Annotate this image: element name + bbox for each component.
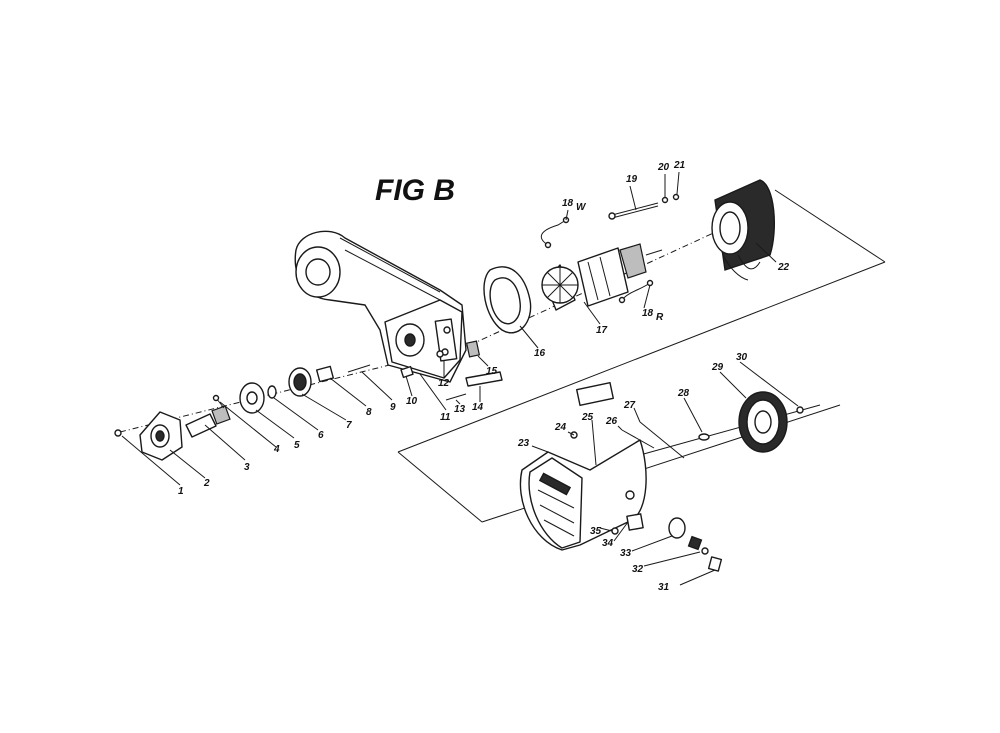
bearing-stack (114, 340, 503, 461)
armature (541, 243, 663, 311)
callout-35: 35 (590, 526, 602, 537)
callout-5: 5 (294, 440, 300, 451)
callout-15: 15 (486, 366, 498, 377)
callout-24: 24 (554, 422, 567, 433)
callout-9: 9 (390, 402, 396, 413)
callout-23: 23 (517, 438, 530, 449)
callout-17: 17 (596, 325, 608, 336)
wire-tag-white: W (576, 202, 587, 213)
callout-13: 13 (454, 404, 466, 415)
rod-27 (639, 421, 685, 459)
rod-26 (621, 429, 655, 449)
callout-19: 19 (626, 174, 638, 185)
callout-21: 21 (673, 160, 686, 171)
gear-housing (294, 230, 467, 383)
callout-29: 29 (711, 362, 724, 373)
callout-26: 26 (605, 416, 618, 427)
motor-housing (519, 439, 647, 551)
callout-28: 28 (677, 388, 690, 399)
callout-25: 25 (581, 412, 594, 423)
callout-18-red: 18 (642, 308, 654, 319)
washer-21 (672, 193, 680, 201)
callout-22: 22 (777, 262, 790, 273)
label-25 (576, 381, 614, 407)
callout-6: 6 (318, 430, 324, 441)
callout-27: 27 (623, 400, 636, 411)
callout-18-white: 18 (562, 198, 574, 209)
leader-lines (121, 171, 799, 586)
callout-14: 14 (472, 402, 484, 413)
callout-7: 7 (346, 420, 352, 431)
callout-11: 11 (440, 412, 451, 423)
callout-1: 1 (178, 486, 184, 497)
callout-2: 2 (203, 478, 210, 489)
screw-30 (796, 406, 804, 414)
end-bell (738, 391, 788, 453)
callout-34: 34 (602, 538, 614, 549)
washer-28 (698, 433, 710, 441)
long-screw (608, 202, 659, 220)
callout-8: 8 (366, 407, 372, 418)
callout-33: 33 (620, 548, 632, 559)
gasket-ring (483, 266, 532, 334)
callout-10: 10 (406, 396, 418, 407)
callout-30: 30 (736, 352, 748, 363)
callout-labels: 1 2 3 4 5 6 7 8 9 10 11 12 13 14 15 16 1… (178, 160, 790, 593)
brush-assembly (611, 513, 723, 572)
callout-16: 16 (534, 348, 546, 359)
wire-tag-red: R (656, 312, 664, 323)
washer-20 (661, 196, 669, 204)
callout-20: 20 (657, 162, 670, 173)
callout-3: 3 (244, 462, 250, 473)
callout-4: 4 (273, 444, 280, 455)
field-stator (711, 179, 775, 281)
callout-31: 31 (658, 582, 670, 593)
callout-32: 32 (632, 564, 644, 575)
armature-fan (541, 266, 579, 304)
figure-title: FIG B (375, 174, 455, 207)
callout-12: 12 (438, 378, 450, 389)
